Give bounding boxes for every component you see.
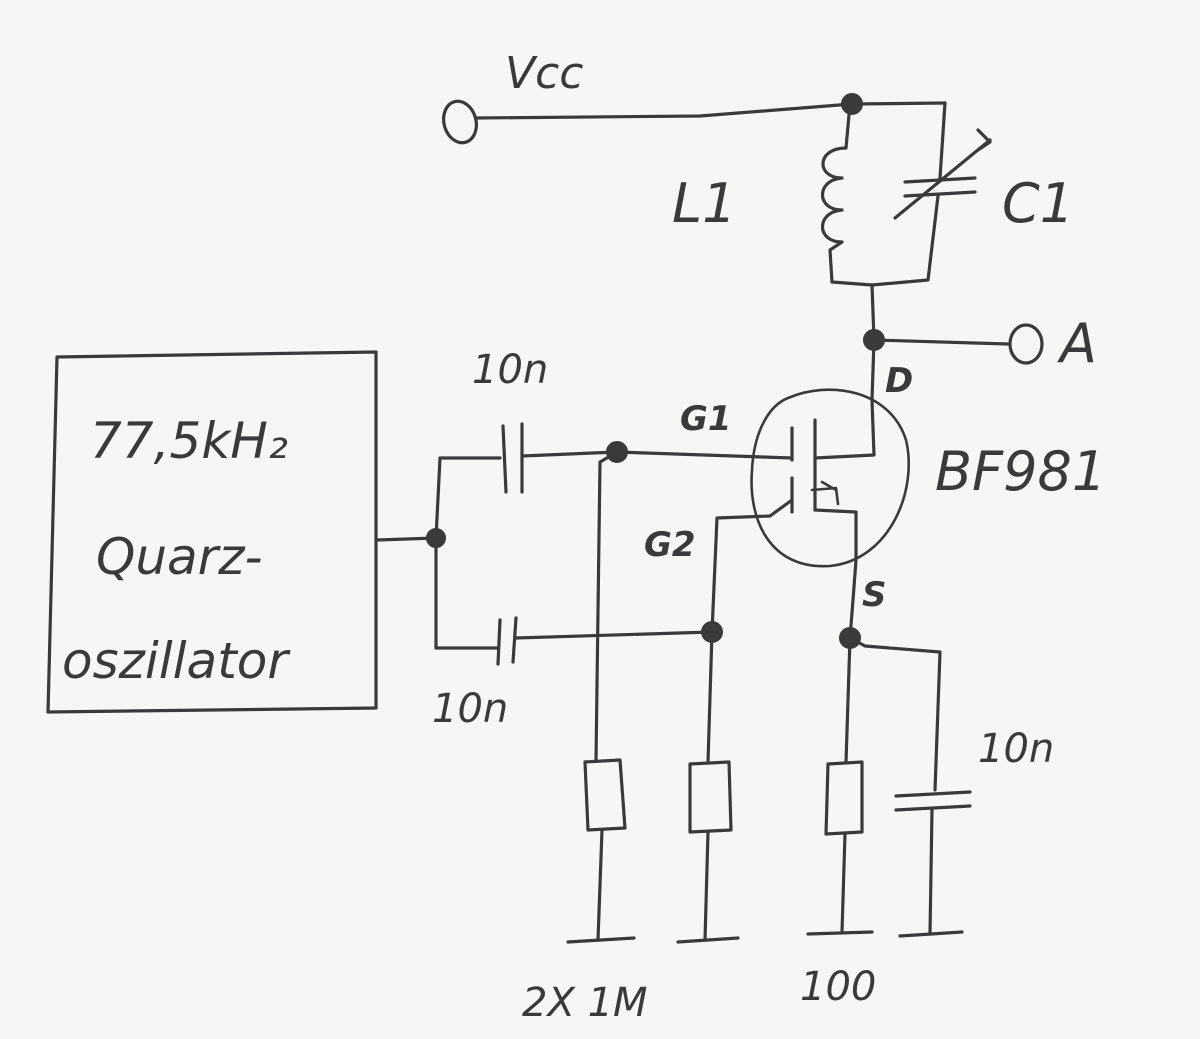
cap-bottom-plate-left (496, 618, 502, 666)
res-source-body (824, 760, 864, 836)
oscillator-box (46, 350, 378, 714)
label-cap-source: 10n (978, 726, 1054, 772)
label-gate1: G1 (680, 399, 732, 439)
output-terminal (1008, 323, 1044, 365)
res-source-wire-bottom (840, 832, 847, 934)
ground-source-res (806, 930, 874, 936)
label-gate-resistors: 2X 1M (522, 980, 648, 1026)
res-g1-wire-top (594, 450, 619, 762)
mosfet-body-circle (750, 388, 911, 568)
cap-top-plate-left (501, 424, 508, 494)
oscillator-line1: 77,5kH₂ (90, 412, 288, 470)
label-gate2: G2 (644, 525, 696, 565)
junction-vcc (841, 93, 863, 115)
label-transistor: BF981 (935, 440, 1106, 503)
vcc-wire (474, 101, 947, 120)
cap-top-wire-left (434, 456, 502, 540)
cap-top-wire-right (520, 450, 619, 458)
ground-g1 (566, 936, 636, 944)
mosfet-arrow (810, 480, 840, 506)
label-source: S (862, 575, 887, 615)
res-source-wire-top (844, 636, 852, 764)
label-vcc: Vcc (505, 48, 583, 99)
res-g2-wire-bottom (703, 830, 710, 942)
cap-bottom-wire-left (434, 536, 500, 650)
vcc-terminal (442, 99, 478, 145)
res-g1-wire-bottom (596, 828, 604, 942)
mosfet-source-lead (813, 508, 858, 602)
capacitor-c1-wire-bottom (870, 194, 940, 287)
label-cap-top: 10n (472, 347, 548, 393)
cap-bottom-wire-right (514, 630, 714, 640)
label-source-resistor: 100 (800, 964, 876, 1010)
source-wire (848, 598, 942, 792)
oscillator-line3: oszillator (62, 632, 291, 690)
cap-source-plate-bottom (894, 804, 972, 812)
cap-source-wire-bottom (928, 808, 934, 936)
res-g2-body (688, 760, 733, 834)
oscillator-line2: Quarz- (96, 528, 263, 586)
label-c1: C1 (1002, 172, 1074, 235)
drain-wire (870, 283, 1010, 346)
inductor-l1 (820, 102, 874, 287)
label-l1: L1 (672, 172, 736, 235)
gate2-wire (710, 498, 794, 634)
label-cap-bottom: 10n (432, 686, 508, 732)
capacitor-c1-arrow (893, 128, 992, 220)
capacitor-c1-plate-bottom (903, 190, 977, 198)
res-g1-body (583, 758, 627, 832)
ground-g2 (676, 936, 740, 944)
res-g2-wire-top (706, 630, 714, 764)
cap-bottom-plate-right (511, 616, 518, 664)
label-output: A (1057, 312, 1097, 375)
gate1-wire (615, 450, 794, 460)
label-drain: D (885, 361, 913, 401)
ground-source-cap (898, 930, 964, 938)
mosfet-drain-lead (813, 338, 876, 460)
cap-source-plate-top (894, 790, 972, 798)
capacitor-c1-wire-top (938, 101, 947, 180)
